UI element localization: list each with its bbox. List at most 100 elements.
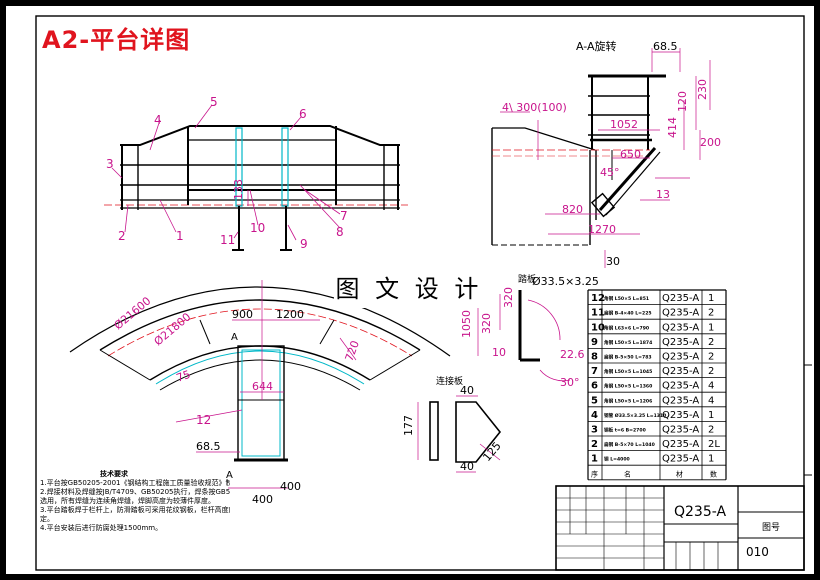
- bom-row-qty: 1: [708, 293, 714, 304]
- bom-header-material: 材: [676, 469, 683, 478]
- bom-row-no: 5: [591, 395, 598, 406]
- section-view: A-A旋转: [491, 39, 721, 268]
- section-mark-b: A: [226, 470, 233, 481]
- bom-row-material: Q235-A: [662, 366, 699, 377]
- callout-2: 2: [118, 229, 126, 243]
- bom-row-qty: 2: [708, 352, 714, 363]
- bom-row-no: 2: [591, 439, 598, 450]
- detail-label: 踏板: [518, 273, 536, 285]
- dim-120: 120: [676, 91, 689, 112]
- bom-row-name: 钢管 Ø33.5×3.25 L=1310: [604, 412, 666, 419]
- dim-300: 4\ 300(100): [502, 101, 567, 114]
- dim-1050: 1050: [460, 310, 473, 338]
- bom-row-material: Q235-A: [662, 352, 699, 363]
- bom-row-qty: 2L: [708, 439, 720, 450]
- dim-200: 200: [700, 136, 721, 149]
- notes-line: 4.平台安装后进行防腐处理1500mm。: [40, 524, 163, 532]
- bom-row-name: 扁钢 B-5×50 L=783: [603, 354, 652, 361]
- callout-10: 10: [250, 221, 265, 235]
- dim-1200: 1200: [276, 308, 304, 321]
- dim-1052: 1052: [610, 118, 638, 131]
- dim-177: 177: [402, 415, 415, 436]
- bom-row-qty: 2: [708, 366, 714, 377]
- bom-row-no: 1: [591, 454, 598, 465]
- bom-row-material: Q235-A: [662, 322, 699, 333]
- bom-row-material: Q235-A: [662, 293, 699, 304]
- bom-row-no: 11: [591, 308, 605, 319]
- dim-10: 10: [492, 346, 506, 359]
- callout-6: 6: [299, 107, 307, 121]
- bom-row-qty: 2: [708, 337, 714, 348]
- notes-heading: 技术要求: [100, 470, 128, 478]
- dim-68-5-top: 68.5: [653, 40, 678, 53]
- bom-row-material: Q235-A: [662, 308, 699, 319]
- dim-40a: 40: [460, 384, 474, 397]
- sheet-label: 图号: [762, 522, 780, 533]
- bom-row-material: Q235-A: [662, 381, 699, 392]
- bom-row-no: 8: [591, 352, 598, 363]
- bom-row-no: 6: [591, 381, 598, 392]
- dim-320a: 320: [502, 287, 515, 308]
- bom-row-material: Q235-A: [662, 439, 699, 450]
- callout-3: 3: [106, 157, 114, 171]
- section-title: A-A旋转: [576, 39, 617, 53]
- drawing-title: A2-平台详图: [42, 26, 191, 54]
- dim-13: 13: [656, 188, 670, 201]
- bom-row-material: Q235-A: [662, 395, 699, 406]
- dim-30-deg: 30°: [560, 376, 580, 389]
- watermark-label: 图 文 设 计: [334, 270, 484, 308]
- dim-650: 650: [620, 148, 641, 161]
- dim-820: 820: [562, 203, 583, 216]
- bom-row-qty: 4: [708, 395, 714, 406]
- dim-45: 45°: [600, 166, 620, 179]
- dim-75: 75: [175, 368, 193, 385]
- callout-11: 11: [220, 233, 235, 247]
- bom-row-name: 角钢 L50×5 L=1045: [604, 368, 652, 375]
- dim-230: 230: [696, 79, 709, 100]
- bom-row-name: 钢板 t=6 B=2700: [604, 427, 646, 434]
- notes-line: 1.平台按GB50205-2001《钢结构工程施工质量验收规范》制作、验收。: [40, 479, 230, 487]
- bom-row-material: Q235-A: [662, 337, 699, 348]
- notes-line: 定。: [40, 515, 54, 523]
- bom-row-no: 9: [591, 337, 598, 348]
- notes-line: 3.平台踏板焊于栏杆上，防滑踏板可采用花纹钢板，栏杆高度应符合规: [40, 506, 230, 514]
- bom-row-no: 7: [591, 366, 598, 377]
- bom-row-no: 3: [591, 425, 598, 436]
- bom-row-material: Q235-A: [662, 425, 699, 436]
- dim-644: 644: [252, 380, 273, 393]
- bom-row-name: 角钢 L63×6 L=790: [604, 324, 649, 331]
- bom-header-qty: 数: [710, 469, 717, 478]
- bom-row-material: Q235-A: [662, 410, 699, 421]
- sheet-number: 010: [746, 545, 769, 559]
- bom-row-name: 角钢 L50×5 L=1206: [604, 397, 652, 404]
- dim-900: 900: [232, 308, 253, 321]
- dim-40b: 40: [460, 460, 474, 473]
- callout-5: 5: [210, 95, 218, 109]
- bom-header-no: 序: [591, 469, 598, 478]
- bom-row-no: 10: [591, 322, 605, 333]
- technical-notes: 技术要求 1.平台按GB50205-2001《钢结构工程施工质量验收规范》制作、…: [40, 470, 230, 533]
- title-block: Q235-A 图号 010: [555, 485, 805, 571]
- dim-414: 414: [666, 117, 679, 138]
- bom-row-no: 4: [591, 410, 598, 421]
- callout-1: 1: [176, 229, 184, 243]
- bom-row-qty: 1: [708, 322, 714, 333]
- bom-row-material: Q235-A: [662, 454, 699, 465]
- bom-row-qty: 4: [708, 381, 714, 392]
- notes-line: 2.焊接材料及焊缝按JB/T4709、GB50205执行，焊条按GB5117-8…: [40, 488, 230, 496]
- callout-8: 8: [336, 225, 344, 239]
- notes-line: 选用，所有焊缝为连续角焊缝，焊脚高度为较薄件厚度。: [40, 497, 215, 505]
- dim-133: 133: [232, 179, 245, 200]
- callout-9: 9: [300, 237, 308, 251]
- front-view: 1 2 3 4 5 6 7 8 9 10 11 133: [104, 95, 408, 251]
- bom-row-name: 钢 L=4000: [604, 456, 630, 463]
- bom-row-name: 角钢 L50×5 L=1360: [604, 383, 652, 390]
- callout-7: 7: [340, 209, 348, 223]
- bom-row-name: 角钢 L50×5 L=1874: [604, 339, 652, 346]
- dim-33-5: Ø33.5×3.25: [532, 275, 599, 288]
- detail-view: 踏板 Ø33.5×3.25 320 320 1050 10 22.6 30°: [460, 273, 599, 389]
- plate-label: 连接板: [436, 375, 463, 387]
- bom-row-name: 角钢 L50×5 L=851: [604, 295, 649, 302]
- bom-row-name: 扁钢 B-5×70 L=1040: [603, 441, 655, 448]
